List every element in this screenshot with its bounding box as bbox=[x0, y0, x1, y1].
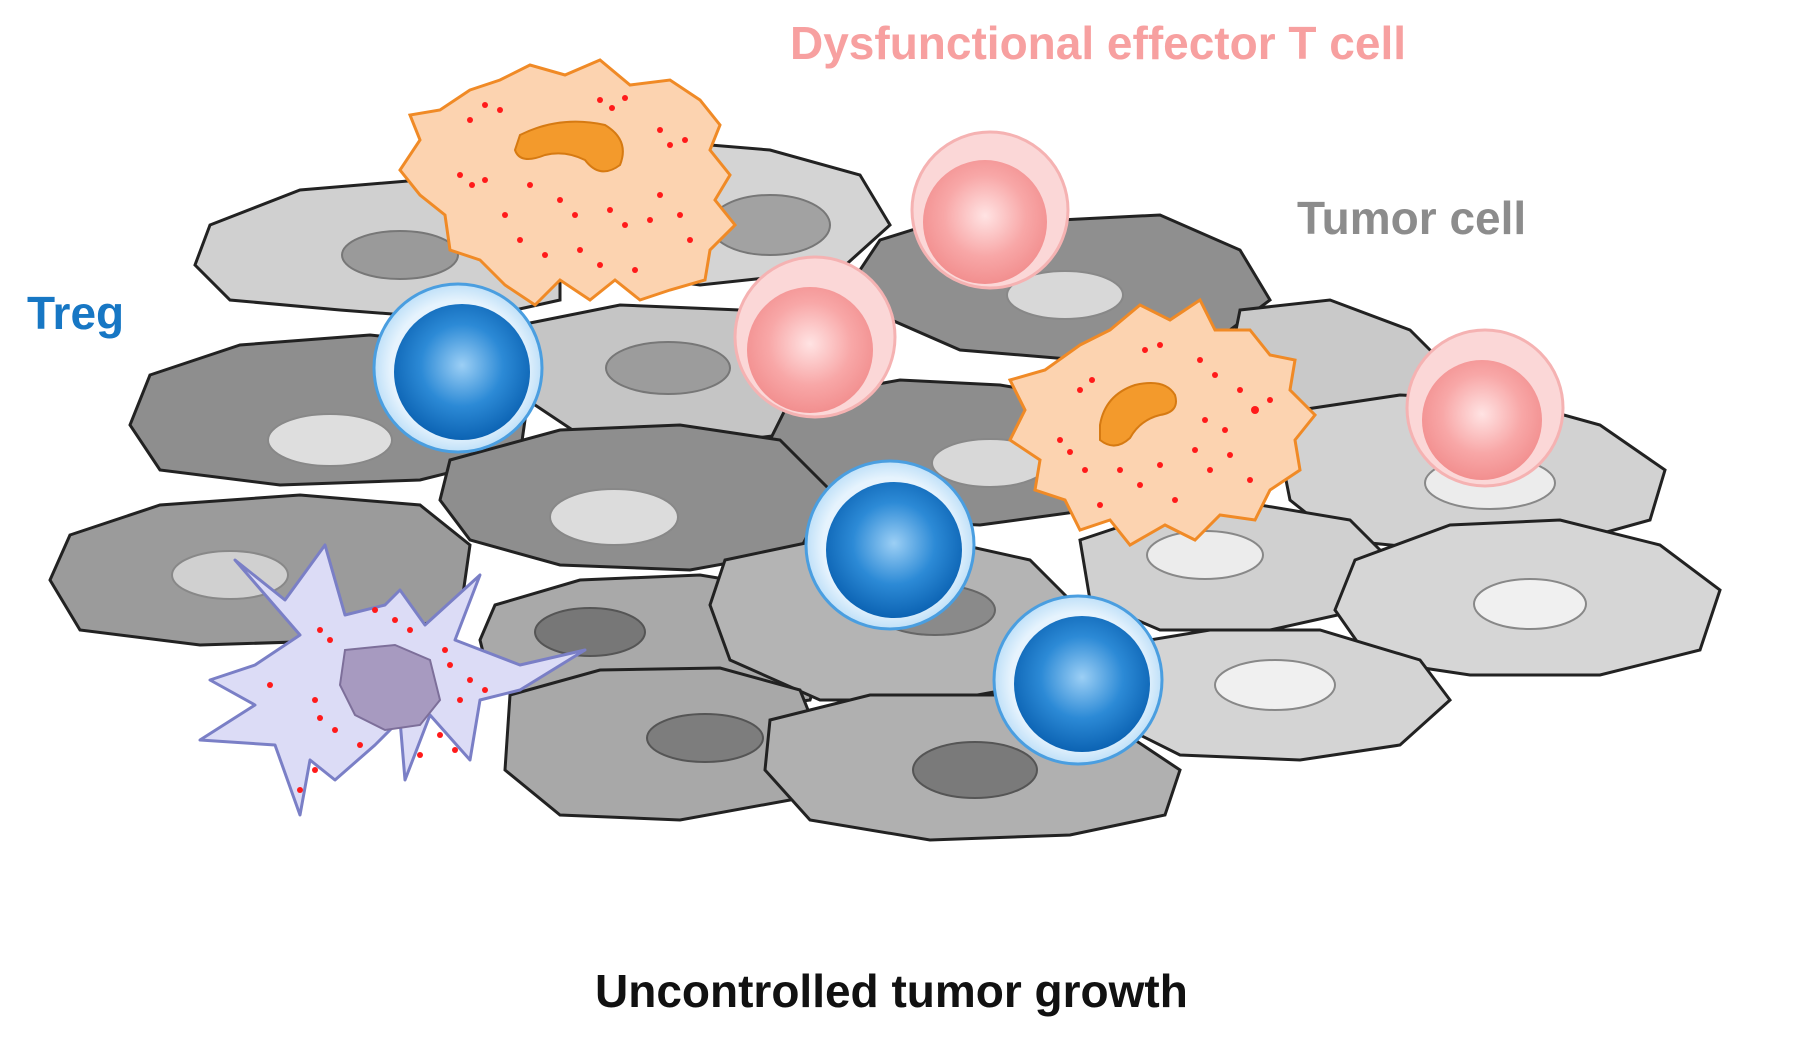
macrophage-granules bbox=[457, 95, 693, 273]
treg-cell bbox=[992, 594, 1164, 766]
tumor-cell-nucleus bbox=[341, 230, 459, 280]
tumor-cell bbox=[1108, 628, 1453, 762]
tumor-cell-nucleus bbox=[1473, 578, 1587, 630]
macrophage-granules bbox=[1057, 342, 1273, 508]
tumor-cell-nucleus bbox=[605, 341, 731, 395]
tumor-cell bbox=[48, 493, 472, 647]
tumor-cell-nucleus bbox=[912, 741, 1038, 799]
effector-t-cell-label: Dysfunctional effector T cell bbox=[790, 17, 1407, 69]
tumor-cell-nucleus bbox=[549, 488, 679, 546]
tumor-cell bbox=[438, 423, 832, 572]
effector-t-cell bbox=[1405, 328, 1565, 488]
tumor-cell-nucleus bbox=[1214, 659, 1336, 711]
macrophage-nucleus bbox=[513, 120, 624, 173]
tumor-cell-nucleus bbox=[1146, 530, 1264, 580]
tumor-cell-nucleus bbox=[534, 607, 646, 657]
treg-cell bbox=[372, 282, 544, 454]
tumor-cell-nucleus bbox=[1006, 270, 1124, 320]
tumor-cell-nucleus bbox=[646, 713, 764, 763]
treg-label: Treg bbox=[27, 287, 125, 339]
tumor-cell-label: Tumor cell bbox=[1297, 192, 1527, 244]
macrophage bbox=[1007, 297, 1318, 547]
tumor-cell-nucleus bbox=[267, 413, 393, 467]
treg-cell bbox=[804, 459, 976, 631]
dendritic-granules bbox=[267, 607, 488, 793]
macrophage bbox=[398, 58, 738, 307]
macrophage-nucleus bbox=[1099, 382, 1177, 447]
effector-t-cell bbox=[910, 130, 1070, 290]
dendritic-cell-nucleus bbox=[338, 643, 442, 732]
effector-t-cell bbox=[733, 255, 897, 419]
caption: Uncontrolled tumor growth bbox=[595, 965, 1188, 1017]
dendritic-cell bbox=[198, 543, 587, 817]
